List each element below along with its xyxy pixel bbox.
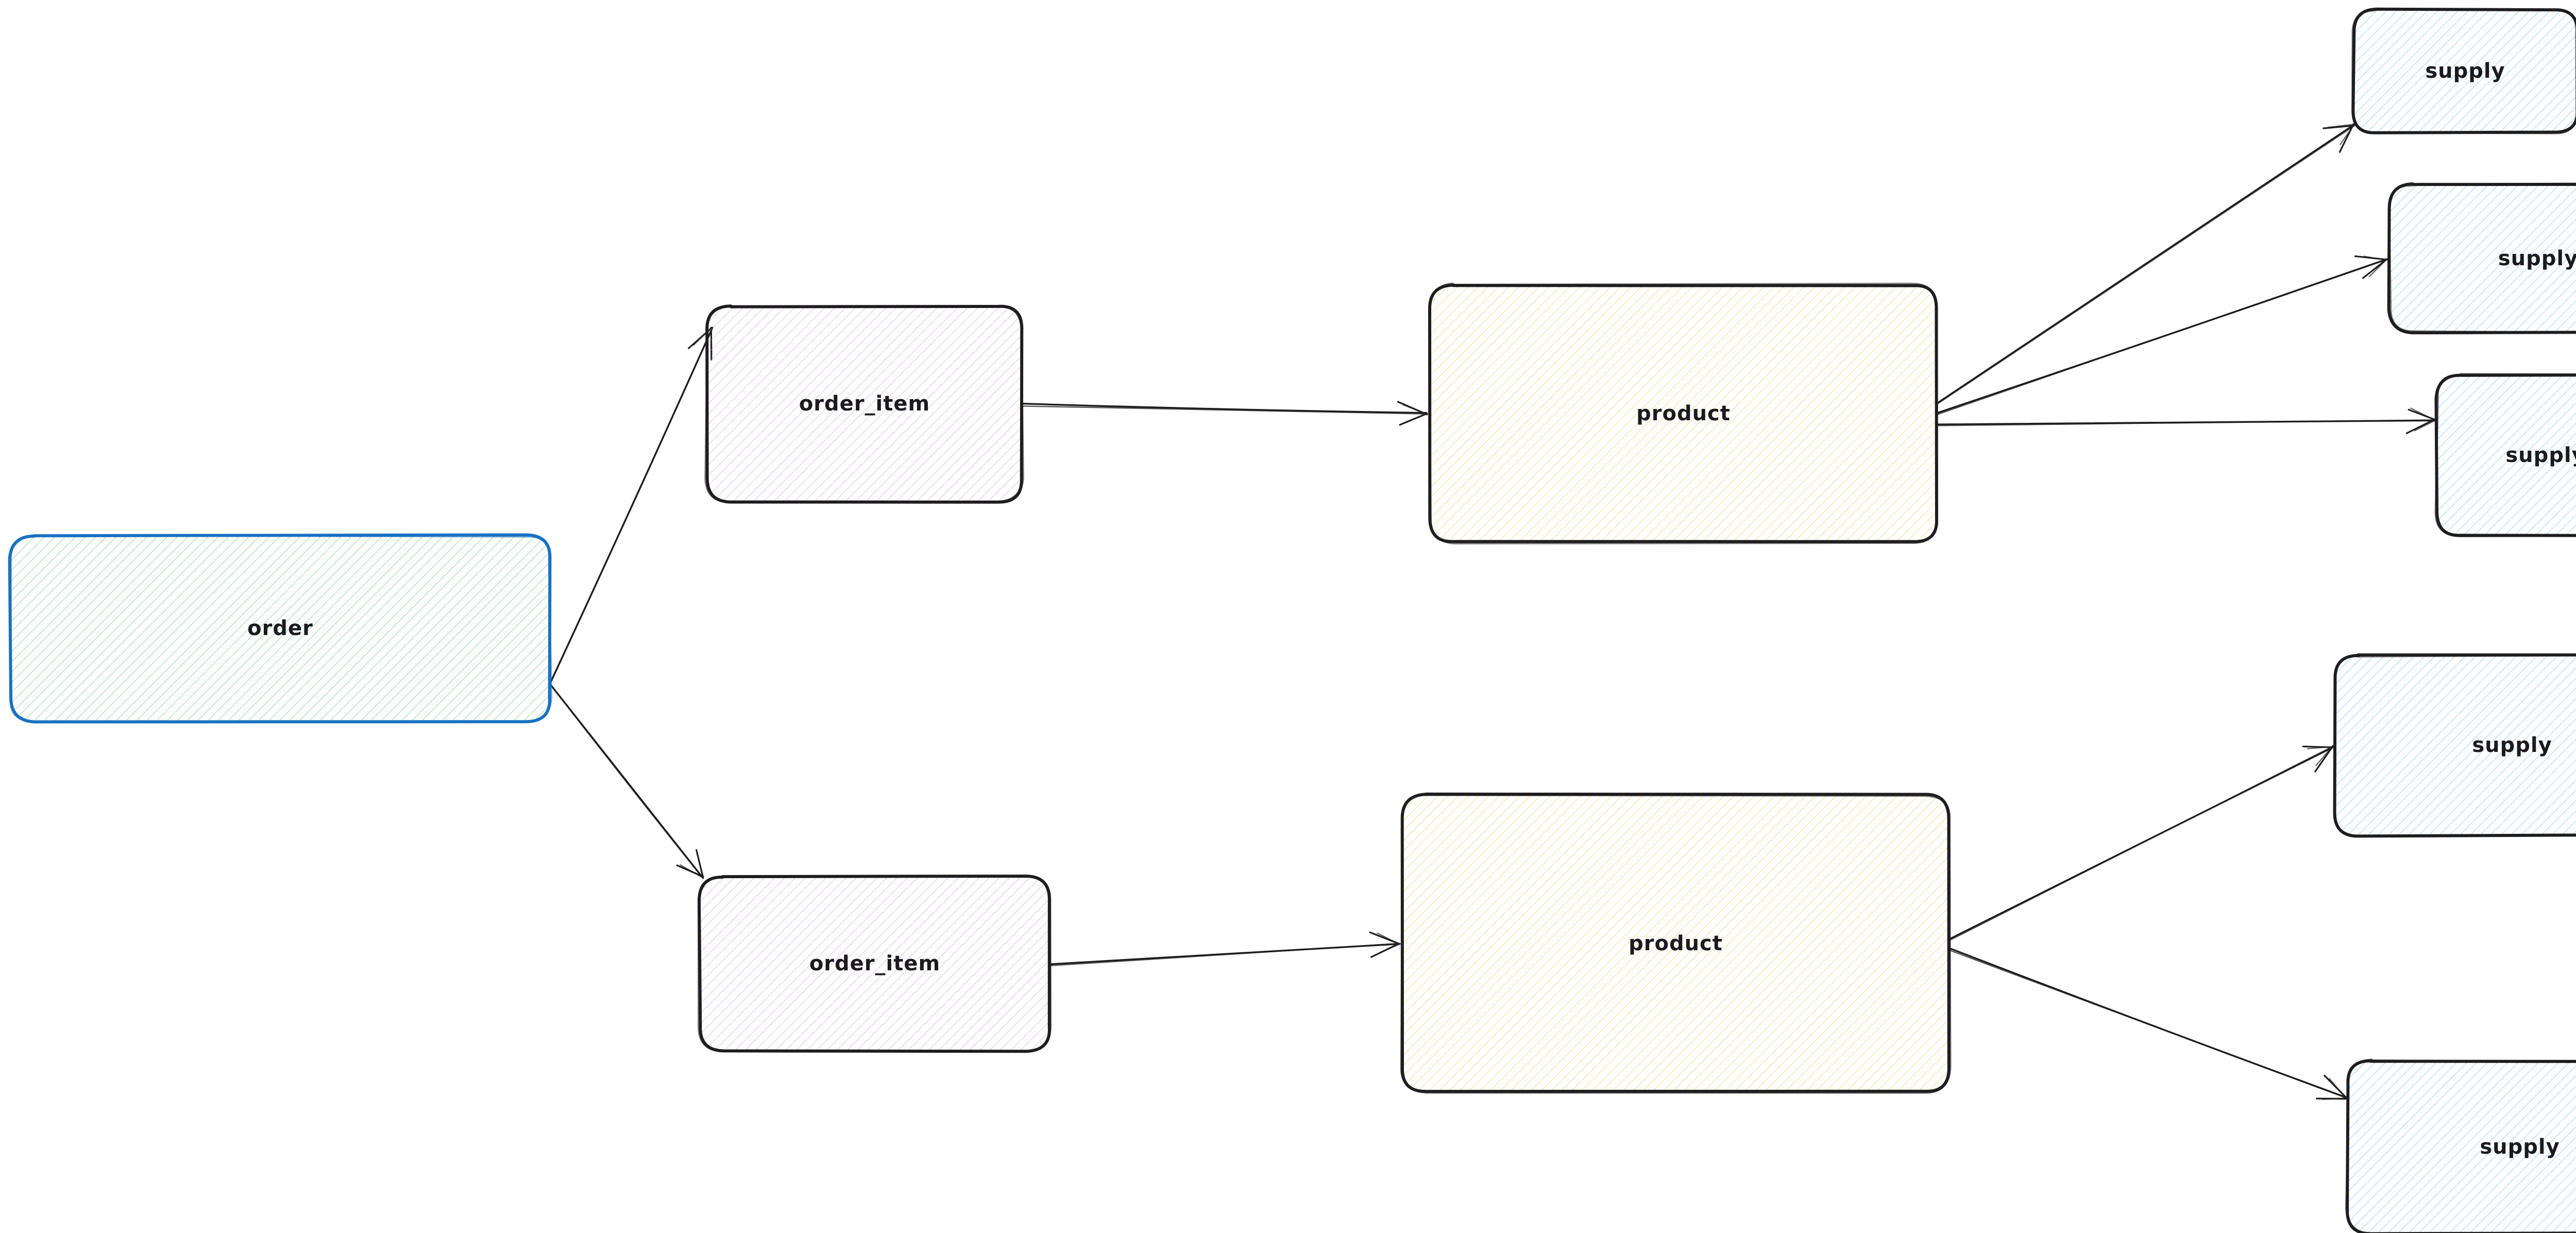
edge-line xyxy=(1935,123,2355,405)
edge-e5[interactable] xyxy=(1935,123,2355,405)
node-order_item_1[interactable] xyxy=(704,304,1024,504)
edge-e2[interactable] xyxy=(549,683,704,879)
edge-line xyxy=(1947,746,2333,942)
edge-e4[interactable] xyxy=(1048,931,1401,967)
node-fill xyxy=(2334,655,2576,835)
edge-e9[interactable] xyxy=(1947,947,2348,1100)
node-supply_5[interactable] xyxy=(2345,1058,2576,1233)
edge-e7[interactable] xyxy=(1937,407,2436,434)
node-outline xyxy=(9,534,553,723)
node-supply_4[interactable] xyxy=(2333,653,2576,838)
edge-line xyxy=(1935,259,2387,416)
arrowhead-stroke xyxy=(1377,944,1400,954)
edge-layer xyxy=(549,123,2436,1100)
arrowhead-stroke xyxy=(2329,1078,2347,1099)
node-fill xyxy=(699,876,1050,1051)
arrowhead-stroke xyxy=(2314,745,2334,773)
edge-e8[interactable] xyxy=(1947,745,2334,942)
arrowhead-stroke xyxy=(2368,258,2388,278)
node-order[interactable] xyxy=(8,533,553,724)
edge-line xyxy=(1049,943,1399,967)
node-fill xyxy=(1429,284,1938,543)
node-outline xyxy=(2388,182,2576,334)
arrowhead-stroke xyxy=(1401,413,1428,424)
node-layer xyxy=(8,7,2576,1233)
arrowhead-stroke xyxy=(2363,255,2387,261)
node-outline xyxy=(698,875,1052,1053)
node-fill xyxy=(2436,375,2576,536)
arrowhead-stroke xyxy=(1377,932,1399,945)
arrowhead-stroke xyxy=(2323,125,2354,129)
node-product_2[interactable] xyxy=(1400,792,1952,1094)
node-outline xyxy=(1400,794,1952,1094)
edge-line xyxy=(1936,125,2355,405)
edge-line xyxy=(1021,403,1428,414)
arrowhead-stroke xyxy=(2327,124,2355,128)
edge-line xyxy=(549,328,713,687)
node-outline xyxy=(1428,282,1938,545)
arrowhead-stroke xyxy=(1402,404,1427,415)
arrowhead-stroke xyxy=(2307,746,2332,749)
node-fill xyxy=(2352,9,2576,133)
edge-e3[interactable] xyxy=(1021,401,1428,426)
arrowhead-stroke xyxy=(2362,259,2387,279)
arrowhead-stroke xyxy=(680,864,703,878)
edge-line xyxy=(1021,405,1428,415)
arrowhead-stroke xyxy=(696,853,704,878)
node-supply_2[interactable] xyxy=(2387,182,2576,335)
arrowhead-stroke xyxy=(2315,745,2334,766)
node-fill xyxy=(2347,1060,2576,1233)
edge-e6[interactable] xyxy=(1935,255,2388,416)
node-outline xyxy=(2434,373,2576,538)
node-outline xyxy=(2351,7,2576,134)
arrowhead-stroke xyxy=(2405,419,2435,434)
node-fill xyxy=(2389,184,2576,333)
node-fill xyxy=(10,536,551,722)
node-supply_1[interactable] xyxy=(2351,7,2576,134)
node-fill xyxy=(706,305,1023,502)
node-outline xyxy=(2333,654,2576,837)
arrowhead-stroke xyxy=(2322,1097,2347,1100)
edge-line xyxy=(550,684,704,879)
edge-e1[interactable] xyxy=(549,327,714,687)
node-product_1[interactable] xyxy=(1428,282,1938,545)
arrowhead-stroke xyxy=(2414,420,2435,432)
edge-line xyxy=(1937,419,2436,426)
node-fill xyxy=(1402,794,1949,1092)
node-supply_3[interactable] xyxy=(2434,373,2576,538)
arrowhead-stroke xyxy=(2340,124,2355,145)
node-order_item_2[interactable] xyxy=(698,875,1052,1053)
edge-line xyxy=(1948,949,2348,1099)
node-outline xyxy=(2345,1058,2576,1233)
node-outline xyxy=(704,305,1024,503)
arrowhead-stroke xyxy=(2410,407,2436,421)
